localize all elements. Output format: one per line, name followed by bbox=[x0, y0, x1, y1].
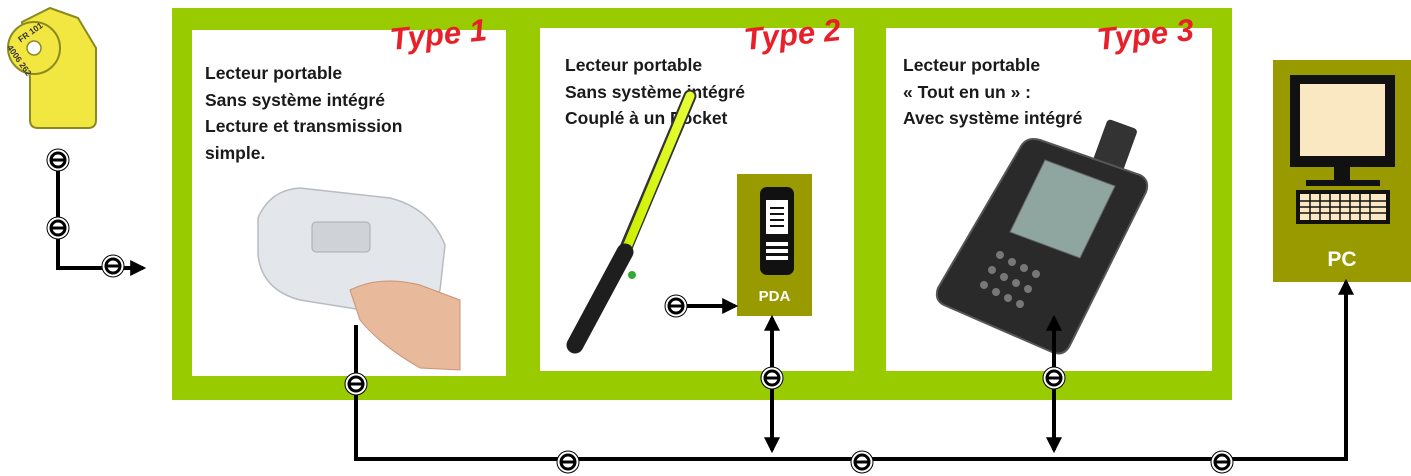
panel-1-line-3: Lecture et transmission bbox=[205, 116, 403, 136]
panel-3-line-3: Avec système intégré bbox=[903, 108, 1083, 128]
panel-1-line-1: Lecteur portable bbox=[205, 63, 343, 83]
panel-2-line-1: Lecteur portable bbox=[565, 55, 703, 75]
panel-2-line-2: Sans système intégré bbox=[565, 81, 745, 102]
panel-3-line-1: Lecteur portable bbox=[903, 55, 1041, 75]
panel-type-3: Type 3 Lecteur portable « Tout en un » :… bbox=[886, 12, 1212, 371]
panel-3-line-2: « Tout en un » : bbox=[903, 81, 1032, 102]
connection-lines bbox=[56, 155, 1354, 461]
ear-tag-icon: FR 101 4006 262 bbox=[5, 6, 97, 129]
handheld-reader-icon bbox=[257, 187, 461, 371]
wand-reader-icon bbox=[566, 89, 697, 354]
panel-1-line-4: simple. bbox=[205, 142, 266, 163]
connector-icon bbox=[46, 148, 1234, 474]
pc-label: PC bbox=[1327, 248, 1357, 271]
pda-label: PDA bbox=[758, 288, 791, 305]
panel-1-line-2: Sans système intégré bbox=[205, 89, 385, 110]
pc-icon bbox=[1290, 75, 1395, 224]
panel-1-text: Lecteur portable Sans système intégré Le… bbox=[205, 60, 491, 166]
rugged-terminal-icon bbox=[935, 119, 1149, 355]
pda-icon bbox=[760, 187, 794, 275]
panel-3-text: Lecteur portable « Tout en un » : Avec s… bbox=[903, 52, 1082, 132]
panel-2-text: Lecteur portable Sans système intégré Co… bbox=[565, 52, 745, 132]
